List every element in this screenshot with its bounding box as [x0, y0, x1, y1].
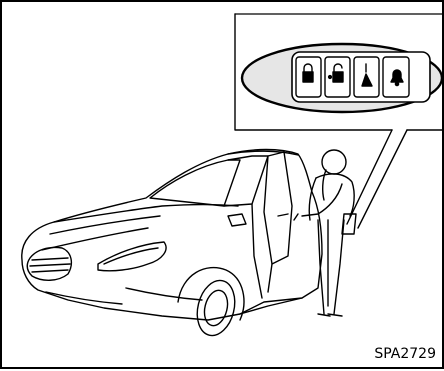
car: [22, 150, 322, 340]
figure-code: SPA2729: [374, 346, 436, 362]
trunk-icon: [354, 57, 379, 97]
person: [294, 150, 356, 316]
panic-icon: [383, 57, 409, 97]
unlock-icon: [325, 57, 350, 97]
key-fob: [242, 44, 442, 112]
lock-icon: [296, 57, 321, 97]
